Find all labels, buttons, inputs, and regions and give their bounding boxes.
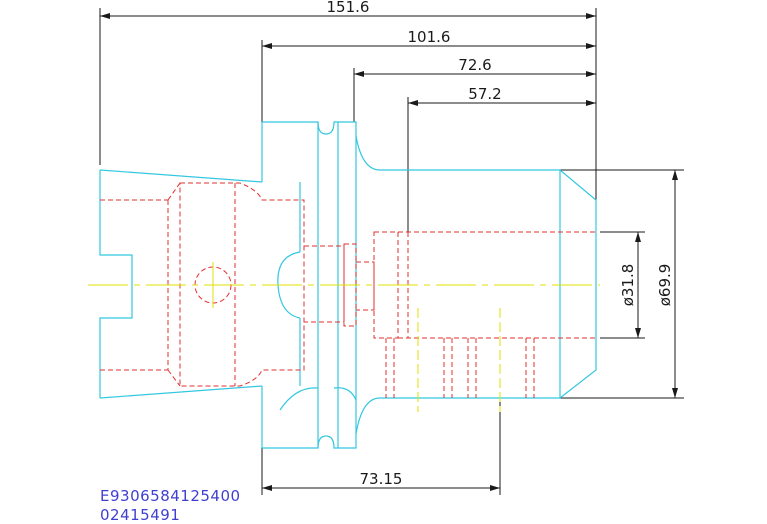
hidden-lines	[100, 182, 596, 398]
dim-bottom-length: 73.15	[360, 470, 403, 488]
dim-body-length: 72.6	[458, 56, 491, 74]
part-code: E9306584125400	[100, 487, 241, 505]
dim-bore-depth: 57.2	[468, 85, 501, 103]
dim-outer-diameter: ø69.9	[656, 264, 674, 307]
dim-overall-length: 151.6	[327, 0, 370, 16]
center-lines	[88, 262, 600, 412]
part-number: 02415491	[100, 506, 181, 524]
dim-flange-to-end: 101.6	[408, 28, 451, 46]
dim-bore-diameter: ø31.8	[619, 264, 637, 307]
